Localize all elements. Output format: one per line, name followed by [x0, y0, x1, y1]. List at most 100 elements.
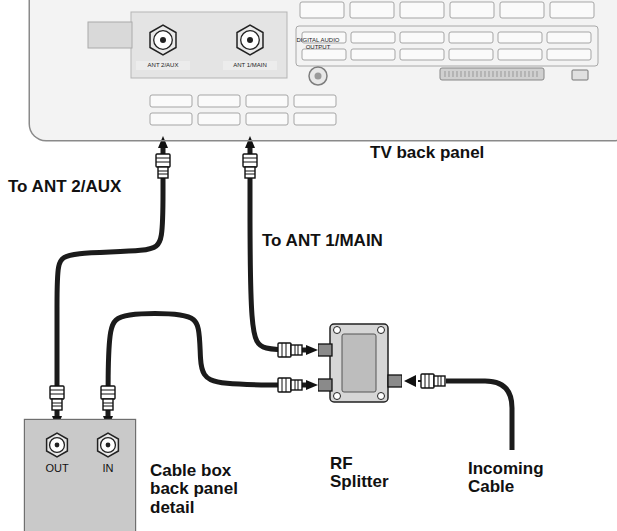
vent-panel — [296, 26, 598, 66]
slot-pin — [449, 71, 450, 77]
plug-rib — [282, 378, 283, 392]
vent-slot — [246, 113, 288, 125]
vent-slot — [500, 2, 544, 18]
slot-pin — [485, 71, 486, 77]
vent-slot — [449, 32, 493, 43]
text-holder: ANT 1/MAIN — [223, 61, 277, 70]
plug-rib — [429, 374, 430, 388]
plug-body — [158, 167, 168, 178]
plug-nut — [421, 374, 434, 388]
slot-pin — [461, 71, 462, 77]
plug-rib — [103, 406, 113, 407]
vent-slot — [198, 95, 240, 107]
connector-jack — [222, 18, 278, 64]
vent-slot — [294, 95, 336, 107]
usb-port — [572, 70, 588, 80]
hex-nut — [98, 433, 119, 457]
f-plug — [101, 386, 115, 410]
slot-pin — [513, 71, 514, 77]
text-holder: To ANT 2/AUX — [8, 178, 148, 196]
text-holder: IN — [88, 462, 128, 474]
plug-rib — [298, 380, 299, 390]
plug-rib — [245, 174, 255, 175]
plug-body — [434, 376, 445, 386]
slot-pin — [473, 71, 474, 77]
tv-housing — [30, 0, 617, 140]
cable-box-panel: Cable box back panel detailOUTIN — [25, 420, 135, 531]
text-holder: RF Splitter — [330, 455, 410, 492]
jack-ring — [154, 31, 173, 50]
vent-slot — [498, 49, 542, 60]
slot-pin — [453, 71, 454, 77]
node-label: Cable box back panel detail — [150, 462, 268, 517]
jack-ring — [101, 438, 116, 453]
arrowhead — [404, 375, 416, 387]
vent-slot — [400, 2, 444, 18]
center-pin — [106, 443, 111, 448]
plug-nut — [278, 343, 291, 357]
jack-ring — [241, 31, 260, 50]
splitter-port — [318, 379, 332, 391]
plug-rib — [52, 403, 62, 404]
f-plug — [421, 374, 445, 388]
slot-pin — [501, 71, 502, 77]
plug-rib — [50, 390, 64, 391]
coax-connector: IN — [91, 428, 125, 482]
plug-body — [245, 167, 255, 178]
plug-rib — [103, 403, 113, 404]
plug-body — [103, 399, 113, 410]
coax-connector: OUT — [40, 428, 74, 482]
node-label: RF Splitter — [330, 455, 410, 492]
vent-slot — [400, 32, 444, 43]
node-label: TV back panel — [370, 144, 530, 162]
plug-rib — [286, 343, 287, 357]
vent-slot — [246, 95, 288, 107]
plug-rib — [282, 343, 283, 357]
slot-pin — [477, 71, 478, 77]
jack-ring — [50, 438, 65, 453]
vent-slot — [498, 32, 542, 43]
text-holder: Cable box back panel detail — [150, 462, 268, 517]
plug-nut — [101, 386, 115, 399]
vent-slot — [150, 95, 192, 107]
splitter-housing — [330, 324, 388, 402]
cable-callout: Incoming Cable — [468, 460, 578, 497]
rf-splitter: RF Splitter — [318, 318, 402, 498]
splitter-port — [318, 344, 332, 356]
port-label: DIGITAL AUDIO OUTPUT — [294, 37, 342, 50]
vent-slot — [302, 49, 346, 60]
plug-rib — [156, 158, 170, 159]
center-pin — [55, 443, 60, 448]
vent-slot — [198, 113, 240, 125]
slot-pin — [509, 71, 510, 77]
node-label: ANT 1/MAIN — [223, 61, 277, 70]
f-plug — [156, 154, 170, 178]
coax-cable — [108, 314, 306, 417]
center-pin — [160, 37, 166, 43]
node-label: ANT 2/AUX — [136, 61, 190, 70]
plug-body — [291, 380, 302, 390]
splitter-face — [342, 334, 376, 392]
slot-pin — [465, 71, 466, 77]
plug-rib — [158, 171, 168, 172]
vent-slot — [547, 49, 591, 60]
slot-pin — [457, 71, 458, 77]
plug-nut — [278, 378, 291, 392]
plug-rib — [245, 171, 255, 172]
vent-slot — [351, 49, 395, 60]
slot-pin — [493, 71, 494, 77]
plug-rib — [158, 174, 168, 175]
coax-connector: ANT 1/MAIN — [222, 18, 278, 136]
plug-rib — [101, 390, 115, 391]
text-holder: Incoming Cable — [468, 460, 578, 497]
slot-pin — [445, 71, 446, 77]
coax-connector: ANT 2/AUX — [135, 18, 191, 136]
mount-hole — [378, 327, 385, 334]
plug-rib — [156, 162, 170, 163]
f-plug — [278, 378, 302, 392]
hex-nut — [150, 25, 176, 55]
slot-pin — [505, 71, 506, 77]
center-pin — [247, 37, 253, 43]
text-holder: DIGITAL AUDIO OUTPUT — [294, 37, 342, 50]
